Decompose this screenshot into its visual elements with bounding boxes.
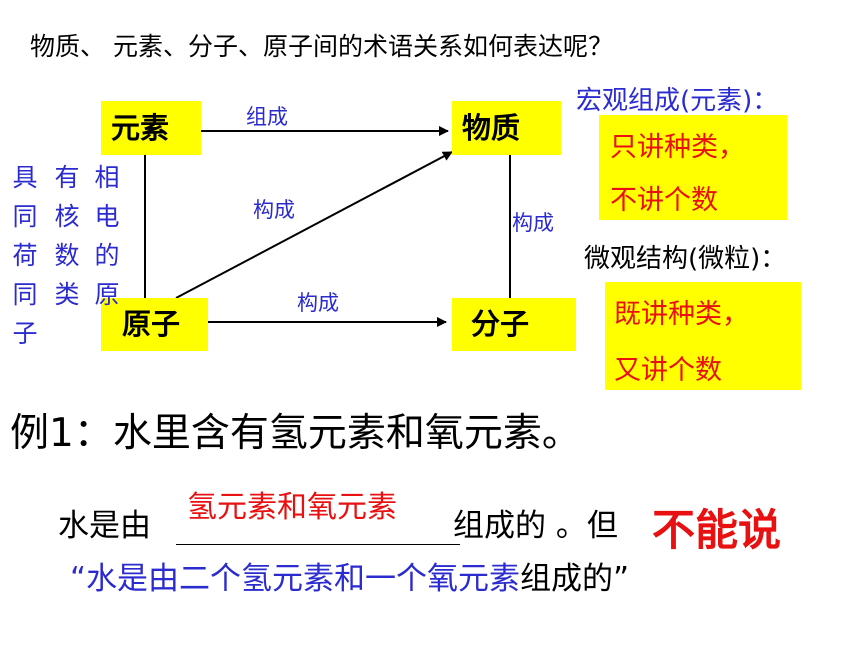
example-prefix: 水是由 (58, 508, 151, 544)
node-element: 元素 (101, 101, 201, 155)
micro-line-2: 又讲个数 (614, 355, 722, 386)
example-suffix: 组成的 。但 (453, 508, 618, 544)
example-quote: “水是由二个氢元素和一个氧元素组成的” (70, 553, 629, 598)
micro-heading: 微观结构(微粒)： (584, 244, 787, 274)
side-note-column-1: 相电的原 (94, 163, 120, 309)
edge-label-element-substance: 组成 (246, 105, 288, 129)
example-heading: 例1：水里含有氢元素和氧元素。 (10, 411, 581, 456)
micro-box: 既讲种类， 又讲个数 (605, 282, 801, 390)
node-atom: 原子 (101, 298, 208, 351)
node-atom-label: 原子 (122, 307, 181, 341)
edge-label-atom-molecule: 构成 (297, 291, 339, 315)
edge-label-atom-substance: 构成 (253, 198, 295, 222)
example-answer: 氢元素和氧元素 (187, 490, 397, 525)
node-substance-label: 物质 (462, 110, 521, 145)
micro-line-1: 既讲种类， (614, 299, 749, 330)
quote-open: “ (70, 561, 87, 597)
answer-blank-line (176, 544, 460, 545)
arrow-atom-to-substance (175, 151, 453, 299)
quote-body: 水是由二个氢元素和一个氧元素 (86, 561, 521, 597)
page-title: 物质、 元素、分子、原子间的术语关系如何表达呢？ (30, 32, 613, 61)
edge-label-molecule-substance: 构成 (512, 211, 554, 235)
quote-tail: 组成的” (520, 561, 630, 597)
node-element-label: 元素 (111, 110, 170, 145)
cannot-say-text: 不能说 (652, 506, 781, 556)
side-note-column-3: 具同荷同子 (12, 163, 38, 348)
macro-line-1: 只讲种类， (610, 132, 745, 163)
side-note-column-2: 有核数类 (54, 163, 80, 309)
node-molecule-label: 分子 (471, 307, 530, 341)
macro-heading: 宏观组成(元素)： (576, 86, 779, 116)
macro-line-2: 不讲个数 (610, 185, 718, 216)
node-substance: 物质 (452, 101, 561, 155)
example-sentence: 水是由 组成的 。但 (58, 500, 618, 545)
macro-box: 只讲种类， 不讲个数 (599, 115, 787, 220)
node-molecule: 分子 (452, 298, 576, 351)
